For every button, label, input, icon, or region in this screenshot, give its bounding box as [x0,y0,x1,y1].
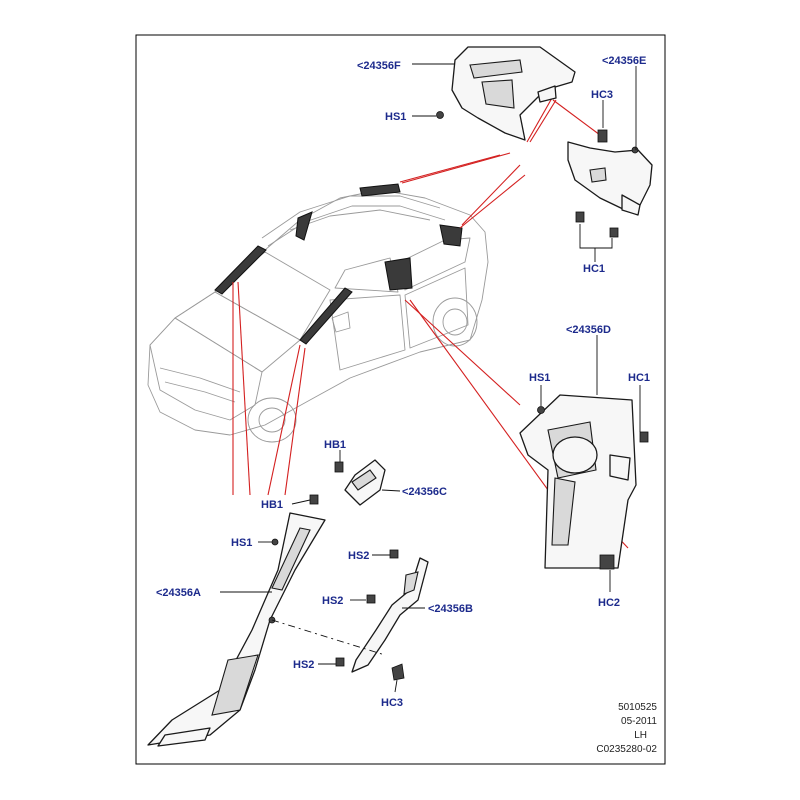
label-hs2-lower: HS2 [293,659,314,671]
label-24356C: <24356C [402,486,447,498]
part-24356A [147,512,326,747]
diagram-frame [135,34,666,765]
alignment-line [271,619,386,656]
label-hs1-right: HS1 [529,372,550,384]
part-24356D [519,394,649,570]
part-24356B [335,549,429,681]
drawing-code: C0235280-02 [596,744,657,755]
label-hs2-mid: HS2 [322,595,343,607]
label-hc2-right: HC2 [598,597,620,609]
label-hs1-left: HS1 [231,537,252,549]
label-hc3-top: HC3 [591,89,613,101]
part-24356F [436,46,576,141]
label-hs2-upper: HS2 [348,550,369,562]
doc-number: 5010525 [618,702,657,713]
leader-lines [220,63,641,693]
label-hc3-bottom: HC3 [381,697,403,709]
doc-side: LH [634,730,647,741]
label-hc1-top: HC1 [583,263,605,275]
label-24356F: <24356F [357,60,401,72]
doc-date: 05-2011 [621,716,657,727]
label-hb1-top: HB1 [324,439,346,451]
label-24356E: <24356E [602,55,646,67]
part-24356E [567,129,653,238]
label-24356D: <24356D [566,324,611,336]
car-outline-icon [147,183,489,443]
label-hb1-mid: HB1 [261,499,283,511]
label-24356B: <24356B [428,603,473,615]
part-24356C [309,459,386,506]
label-hc1-right: HC1 [628,372,650,384]
label-24356A: <24356A [156,587,201,599]
label-hs1-top: HS1 [385,111,406,123]
